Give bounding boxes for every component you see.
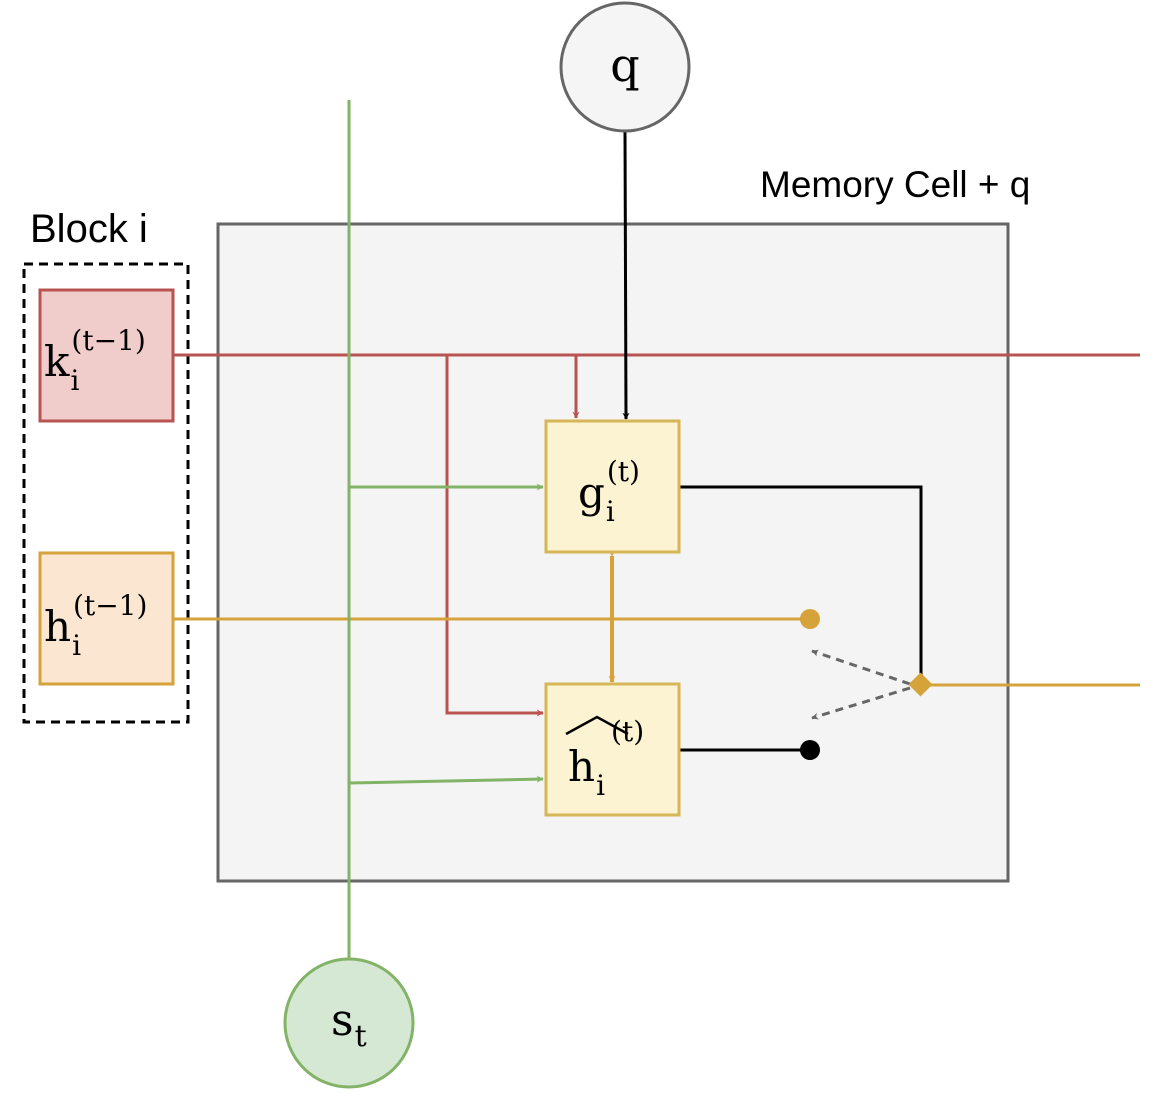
block-label: Block i: [30, 207, 148, 251]
switch-arrow-down: [811, 686, 911, 720]
input-label: st: [331, 995, 367, 1054]
key-to-candidate-arrow: [445, 355, 544, 717]
hidden-box: [38, 551, 175, 686]
query-to-gate-arrow: [622, 130, 630, 420]
candidate-label: hi(t): [568, 715, 644, 802]
memory-cell-label: Memory Cell + q: [760, 164, 1030, 205]
candidate-hat: [565, 715, 629, 736]
hidden-label: hi(t−1): [44, 589, 147, 662]
candidate-box: [544, 682, 681, 817]
block-box: [22, 262, 190, 724]
query-label: q: [610, 38, 639, 92]
input-to-candidate-arrow: [348, 775, 544, 785]
switch-arrow-up: [811, 649, 911, 686]
switch-contact-hidden: [800, 609, 820, 629]
key-box: [38, 288, 175, 423]
key-label: ki(t−1): [44, 324, 146, 397]
gate-label: gi(t): [578, 455, 640, 528]
switch-contact-candidate: [800, 740, 820, 760]
query-node: [559, 1, 691, 133]
gate-box: [544, 419, 681, 554]
input-node: [283, 957, 415, 1089]
gate-output-line: [679, 485, 923, 676]
